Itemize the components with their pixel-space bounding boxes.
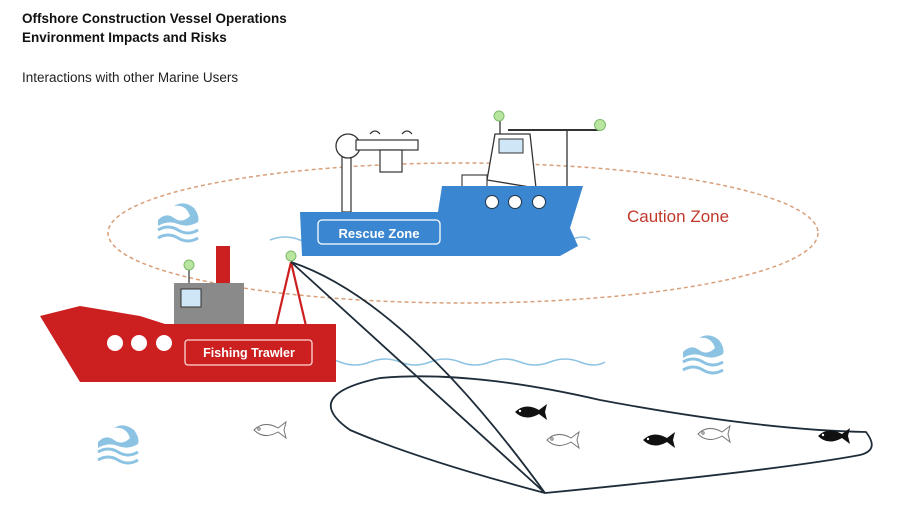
- caution-zone-label: Caution Zone: [627, 207, 729, 226]
- diagram-title: Offshore Construction Vessel Operations …: [22, 9, 287, 47]
- caution-zone-ellipse: [107, 162, 819, 304]
- fish-icon: [643, 432, 675, 448]
- fish-icon: [515, 404, 547, 420]
- mast-light: [285, 250, 297, 262]
- rescue-vessel: [300, 110, 606, 256]
- mast-light: [594, 119, 606, 131]
- trawl-net: [290, 261, 873, 494]
- rescue-zone-label: Rescue Zone: [339, 226, 420, 241]
- water-line: [309, 358, 606, 366]
- wave-icon: [96, 423, 140, 465]
- diagram-subtitle: Interactions with other Marine Users: [22, 70, 239, 85]
- title-line-1: Offshore Construction Vessel Operations: [22, 11, 287, 26]
- mast-light: [493, 110, 505, 122]
- fishing-trawler: [40, 246, 336, 382]
- fishing-trawler-label: Fishing Trawler: [203, 346, 295, 360]
- mast-light: [183, 259, 195, 271]
- wave-icon: [681, 333, 725, 375]
- wave-icon: [156, 201, 200, 243]
- title-line-2: Environment Impacts and Risks: [22, 30, 227, 45]
